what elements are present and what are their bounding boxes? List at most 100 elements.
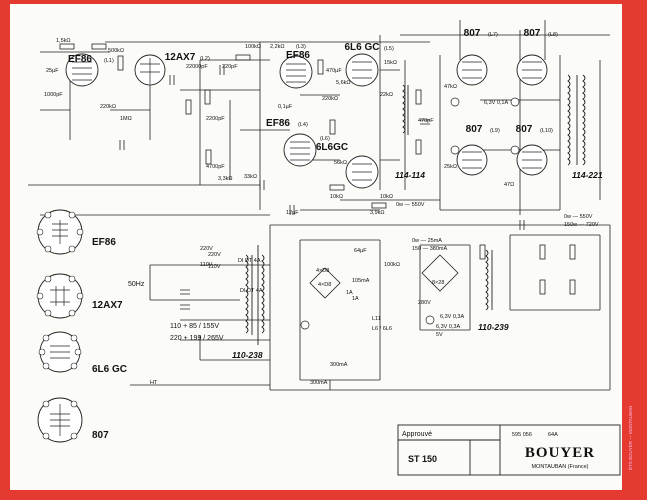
lamp-5v: 5V <box>436 332 443 338</box>
comp-22: 3,9kΩ <box>370 210 385 216</box>
comp-9: 5,6kΩ <box>336 80 351 86</box>
tube-v9-label: 807 <box>466 124 483 135</box>
tube-v6-label: 6L6GC <box>316 142 348 153</box>
tube-v4-label: EF86 <box>266 118 290 129</box>
hv-current-1: 0w — 25mA <box>412 238 442 244</box>
bridge-lv-label: 4×D8 <box>316 268 329 274</box>
transformer-114-221: 114-221 <box>572 170 603 180</box>
comp-26: 470pF <box>418 118 434 124</box>
comp-27: 47Ω <box>504 182 514 188</box>
transformer-110-238: 110-238 <box>232 350 263 360</box>
comp-1: 25µF <box>46 68 59 74</box>
comp-13: 220kΩ <box>322 96 338 102</box>
comp-32: 4×D8 <box>318 282 331 288</box>
comp-12: 22kΩ <box>380 92 393 98</box>
comp-39: 10kΩ <box>380 194 393 200</box>
pinout-label-6l6gc: 6L6 GC <box>92 364 127 375</box>
comp-14: 2200pF <box>206 116 225 122</box>
title-block <box>397 424 621 476</box>
comp-21: 10kΩ <box>330 194 343 200</box>
comp-37: 300mA <box>330 362 348 368</box>
approved-label: Approuvé <box>402 431 432 438</box>
tube-v8-pos: (L8) <box>548 32 558 38</box>
tube-v8-label: 807 <box>524 28 541 39</box>
current-300: 300mA <box>310 380 328 386</box>
comp-24: 47kΩ <box>444 84 457 90</box>
tube-v2-pos: (L2) <box>200 56 210 62</box>
out-720: 150w — 720V <box>564 222 599 228</box>
mains-frequency: 50Hz <box>128 281 145 288</box>
pinout-label-ef86: EF86 <box>92 237 116 248</box>
volt-280: 280V <box>418 300 431 306</box>
revision: 64A <box>548 432 558 438</box>
pinout-pins <box>36 211 84 440</box>
wiring <box>28 20 611 391</box>
side-text: ÉTS BOUYER — MONTAUBAN <box>627 406 633 470</box>
company-city: MONTAUBAN (France) <box>531 464 588 470</box>
bridge-rectifiers <box>309 254 459 299</box>
comp-38: 6,3V 0,3A <box>440 314 464 320</box>
comp-28: 25kΩ <box>444 164 457 170</box>
passive-components <box>59 43 576 310</box>
tube-electrodes <box>72 58 542 181</box>
comp-29: 64µF <box>354 248 367 254</box>
comp-30: 100kΩ <box>384 262 400 268</box>
comp-5: 22000pF <box>186 64 208 70</box>
comp-4: 500kΩ <box>108 48 124 54</box>
pilot-lamps <box>300 97 520 330</box>
pinout-label-12ax7: 12AX7 <box>92 300 123 311</box>
tube-v5-pos: (L5) <box>384 46 394 52</box>
tube-v7-label: 807 <box>464 28 481 39</box>
comp-6: 220pF <box>222 64 238 70</box>
company-name: BOUYER <box>525 445 595 461</box>
hv-current-2: 150 — 380mA <box>412 246 447 252</box>
comp-35: 110V <box>208 264 221 270</box>
comp-3: 220kΩ <box>100 104 116 110</box>
comp-0: 1,5kΩ <box>56 38 71 44</box>
tube-v5-label: 6L6 GC <box>344 42 379 53</box>
tube-v1-label: EF86 <box>68 54 92 65</box>
comp-33: 1A <box>352 296 359 302</box>
comp-17: 33kΩ <box>244 174 257 180</box>
out-550: 0w — 550V <box>564 214 593 220</box>
pinout-inner <box>50 220 70 436</box>
comp-23: 15kΩ <box>384 60 397 66</box>
transformer-110-239: 110-239 <box>478 322 509 332</box>
pinout-label-807: 807 <box>92 430 109 441</box>
tube-v3-pos: (L3) <box>296 44 306 50</box>
comp-16: 3,3kΩ <box>218 176 233 182</box>
drawing-number: 595 056 <box>512 432 532 438</box>
comp-2: 1000pF <box>44 92 63 98</box>
tube-v3-label: EF86 <box>286 50 310 61</box>
mains-220v: 220V <box>200 246 213 252</box>
comp-25: 6,3V 0,1A <box>484 100 508 106</box>
fuse-mains: DI DT 4A <box>240 288 263 294</box>
comp-31: 105mA <box>352 278 370 284</box>
comp-10: 0,1µF <box>278 104 293 110</box>
lamp-l11: L11 <box>372 316 381 322</box>
lamp-l12: L6 / 6L6 <box>372 326 392 332</box>
tube-v9-pos: (L9) <box>490 128 500 134</box>
comp-34: 220V <box>208 252 221 258</box>
e-rail: 0w — 550V <box>396 202 425 208</box>
tube-v6-pos: (L6) <box>320 136 330 142</box>
comp-36: DI DT 4A <box>238 258 261 264</box>
comp-11: 470µF <box>326 68 342 74</box>
tube-v7-pos: (L7) <box>488 32 498 38</box>
tube-v10-label: 807 <box>516 124 533 135</box>
mains-110v: 110V <box>200 262 213 268</box>
tube-v1-pos: (L1) <box>104 58 114 64</box>
lamp-63v: 6,3V 0,3A <box>436 324 460 330</box>
ht-switch: HT <box>150 380 158 386</box>
comp-20: 12µF <box>286 210 299 216</box>
bridge-hv-label: 8×28 <box>432 280 444 286</box>
comp-15: 4700pF <box>206 164 225 170</box>
transformer-114-114: 114-114 <box>395 170 425 180</box>
tube-v10-pos: (L10) <box>540 128 553 134</box>
comp-8: 2,2kΩ <box>270 44 285 50</box>
taps-220: 220 + 199 / 265V <box>170 335 224 342</box>
taps-110: 110 + 85 / 155V <box>170 323 219 330</box>
comp-18: 1MΩ <box>120 116 132 122</box>
